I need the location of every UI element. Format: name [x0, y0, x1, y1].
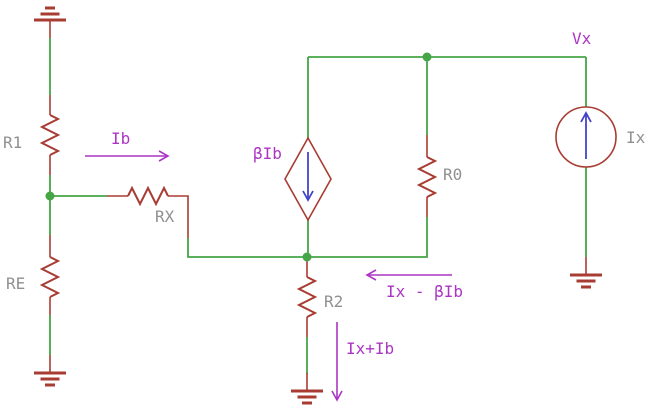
- label-current-ix-plus-ib: Ix+Ib: [346, 339, 394, 358]
- dependent-current-source-icon: [284, 136, 332, 222]
- current-arrow-ib: [85, 150, 170, 162]
- independent-current-source-icon: [555, 106, 617, 168]
- junction-dot-top-node: [422, 52, 432, 62]
- resistor-re: [41, 235, 59, 315]
- ground-icon-bottom-right: [568, 255, 604, 289]
- label-current-ix-minus-bib: Ix - βIb: [386, 282, 463, 301]
- arrow-right-icon: [158, 150, 170, 162]
- ground-icon-bottom-left: [32, 353, 68, 387]
- label-beta-ib-source: βIb: [253, 144, 282, 163]
- label-r2: R2: [324, 292, 343, 311]
- label-ix-source: Ix: [626, 128, 646, 147]
- resistor-r0: [418, 135, 436, 217]
- label-rx: RX: [155, 207, 175, 226]
- resistor-rx: [107, 187, 189, 238]
- resistor-r1: [41, 95, 59, 175]
- junction-dot-left-node: [45, 191, 55, 201]
- arrow-left-icon: [365, 269, 377, 281]
- label-node-vx: Vx: [572, 29, 592, 48]
- junction-dot-bottom-node: [302, 252, 312, 262]
- label-re: RE: [6, 274, 25, 293]
- label-r1: R1: [3, 133, 22, 152]
- resistor-r2: [298, 257, 316, 337]
- wires: [49, 38, 587, 374]
- label-r0: R0: [443, 165, 462, 184]
- label-current-ib: Ib: [111, 129, 130, 148]
- ground-icon-top-left: [32, 6, 68, 40]
- arrow-up-icon: [580, 111, 592, 123]
- ground-icon-bottom-middle: [289, 371, 325, 405]
- arrow-down-icon: [331, 390, 343, 402]
- current-arrow-ix-minus-bib: [365, 269, 452, 281]
- current-arrow-ix-plus-ib: [331, 322, 343, 402]
- arrow-down-icon: [302, 190, 314, 202]
